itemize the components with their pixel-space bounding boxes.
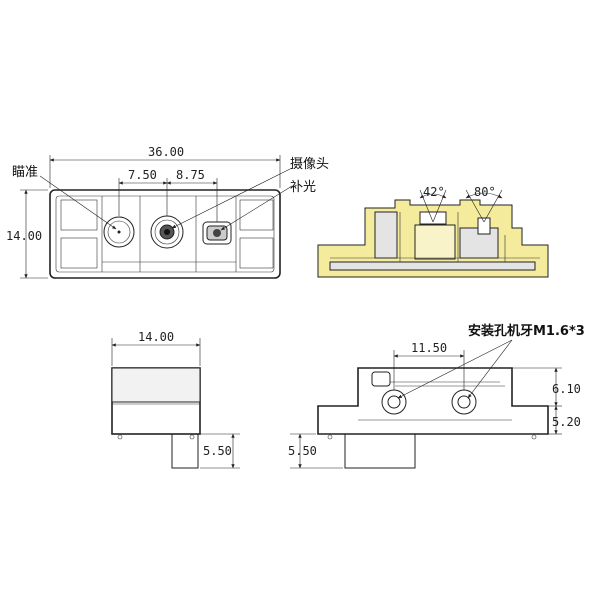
front-left-lower-block (60, 237, 98, 269)
front-view: 36.00 7.50 8.75 14.00 瞄准 摄像头 补光 (6, 145, 329, 279)
side-stem-height-value: 5.50 (203, 444, 232, 458)
upper-height-value: 6.10 (552, 382, 581, 396)
label-aimer: 瞄准 (12, 165, 38, 180)
bottom-outline (317, 367, 549, 435)
front-left-upper-block (60, 199, 98, 231)
section-view: 42° 80° (317, 185, 549, 278)
aimer-lens (103, 216, 135, 248)
label-fill-light: 补光 (290, 180, 316, 195)
front-right-upper-block (239, 199, 274, 231)
angle-arc-right (465, 192, 503, 199)
angle-arc-left (419, 193, 447, 199)
front-width-value: 36.00 (148, 145, 184, 159)
camera-lens (150, 215, 184, 249)
fill-light (202, 221, 232, 245)
spacing-right-value: 8.75 (176, 168, 205, 182)
label-camera: 摄像头 (290, 157, 329, 172)
front-outline (49, 189, 281, 279)
spacing-left-value: 7.50 (128, 168, 157, 182)
angle-right-value: 80° (474, 185, 496, 199)
side-width-value: 14.00 (138, 330, 174, 344)
front-right-lower-block (239, 237, 274, 269)
mount-hole-left (381, 389, 407, 415)
angle-left-value: 42° (423, 185, 445, 199)
bottom-stem-height-value: 5.50 (288, 444, 317, 458)
bottom-view: 11.50 安装孔机牙M1.6*3 6.10 5.20 5.50 (288, 323, 585, 469)
bottom-notch (371, 371, 391, 387)
lower-height-value: 5.20 (552, 415, 581, 429)
mount-hole-right (451, 389, 477, 415)
hole-spacing-value: 11.50 (411, 341, 447, 355)
side-view: 14.00 5.50 (111, 330, 240, 469)
side-stem (171, 433, 199, 469)
front-height-value: 14.00 (6, 229, 42, 243)
label-mount-hole: 安装孔机牙M1.6*3 (468, 323, 585, 339)
bottom-stem (344, 433, 416, 469)
